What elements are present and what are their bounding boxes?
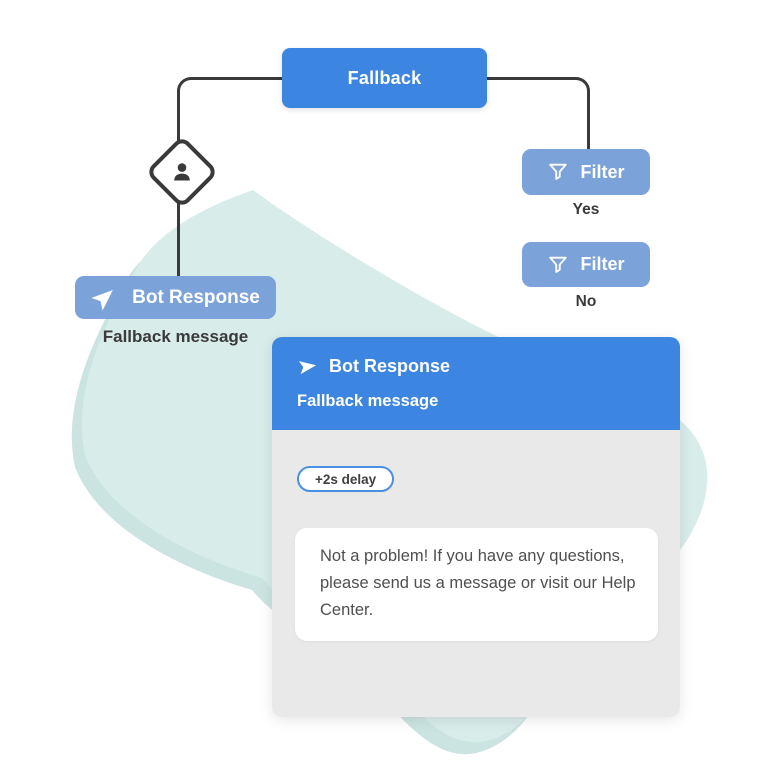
- filter-node-yes[interactable]: Filter: [522, 149, 650, 195]
- bot-message-card[interactable]: Not a problem! If you have any questions…: [295, 528, 658, 641]
- branch-label-yes: Yes: [572, 201, 600, 218]
- fallback-node-label: Fallback: [347, 67, 422, 88]
- bot-response-detail-card: Bot Response Fallback message +2s delay …: [272, 337, 680, 717]
- detail-card-title: Bot Response: [329, 356, 451, 376]
- filter-node-label: Filter: [580, 254, 625, 274]
- bot-response-node-label: Bot Response: [132, 286, 260, 308]
- bot-response-node[interactable]: Bot Response: [75, 276, 276, 319]
- send-icon: [91, 289, 113, 311]
- person-icon: [174, 163, 190, 181]
- fallback-node[interactable]: Fallback: [282, 48, 487, 108]
- persona-node[interactable]: [145, 135, 219, 209]
- filter-icon: [549, 256, 568, 273]
- delay-chip-label: +2s delay: [315, 471, 377, 487]
- bot-response-caption: Fallback message: [102, 327, 249, 346]
- detail-card-header: Bot Response Fallback message: [272, 337, 680, 430]
- branch-label-no: No: [575, 293, 597, 310]
- connector-fallback-to-filter: [487, 77, 590, 153]
- delay-chip[interactable]: +2s delay: [297, 466, 395, 492]
- bot-message-text: Not a problem! If you have any questions…: [320, 547, 636, 619]
- filter-node-label: Filter: [580, 161, 625, 182]
- filter-icon: [549, 163, 568, 180]
- detail-card-subtitle: Fallback message: [297, 392, 439, 410]
- send-icon: [298, 361, 317, 375]
- filter-node-no[interactable]: Filter: [522, 242, 650, 287]
